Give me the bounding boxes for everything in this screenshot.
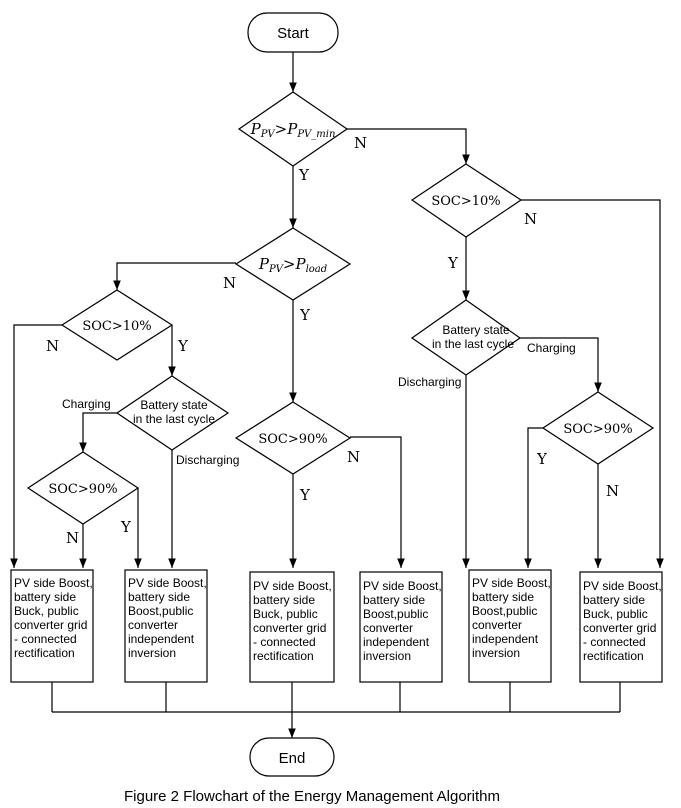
label-y: Y [298,166,310,184]
box-line: battery side [253,593,315,607]
box-line: PV side Boost, [583,579,662,593]
decision-soc90-left: SOC>90% [26,451,140,525]
decision-battery-left-line2: in the last cycle [133,412,215,426]
box-line: PV side Boost, [363,579,442,593]
box-line: rectification [583,649,644,663]
end-terminal: End [249,737,335,777]
decision-battery-left-line1: Battery state [140,398,208,412]
decision-soc90-left-text: SOC>90% [48,482,117,497]
box-line: rectification [253,649,314,663]
label-n: N [66,529,79,547]
label-y: Y [447,254,459,272]
box-line: converter [472,618,522,632]
label-n: N [606,482,619,500]
box-line: converter grid [583,621,656,635]
box-line: - connected [253,635,316,649]
box-line: battery side [128,590,190,604]
decision-soc10-right: SOC>10% [410,163,523,238]
label-y: Y [299,486,311,504]
decision-soc10-left-text: SOC>10% [82,319,151,334]
box-line: rectification [14,646,75,660]
start-terminal: Start [247,12,339,53]
label-discharging: Discharging [176,453,239,467]
label-charging: Charging [527,341,576,355]
decision-battery-right: Battery state in the last cycle [410,299,522,376]
label-charging: Charging [62,397,111,411]
decision-soc10-right-text: SOC>10% [431,194,500,209]
decision-battery-right-line2: in the last cycle [432,337,514,351]
box-line: PV side Boost, [253,579,332,593]
box-line: battery side [14,590,76,604]
label-n: N [223,274,236,292]
box-line: battery side [583,593,645,607]
box-line: converter grid [253,621,326,635]
box-line: inversion [363,649,411,663]
box-line: independent [363,635,430,649]
box-line: Buck, public [253,607,318,621]
process-box-1: PV side Boost, battery side Buck, public… [10,569,94,683]
label-n: N [347,448,360,466]
end-label: End [279,750,306,767]
box-line: - connected [14,632,77,646]
label-n: N [354,134,367,152]
decision-soc90-mid: SOC>90% [234,401,352,475]
box-line: converter [128,618,178,632]
start-label: Start [277,25,310,42]
label-y: Y [120,518,132,536]
label-y: Y [177,337,189,355]
decision-soc90-right: SOC>90% [541,391,655,465]
box-line: inversion [472,646,520,660]
box-line: battery side [363,593,425,607]
box-line: battery side [472,590,534,604]
label-y: Y [299,306,311,324]
box-line: Buck, public [14,604,79,618]
decision-soc90-right-text: SOC>90% [563,422,632,437]
process-box-3: PV side Boost, battery side Buck, public… [249,571,335,683]
branch-labels: N Y N Y N Y Charging Discharging N Y N Y… [46,134,619,547]
decision-ppv-load: PPV>Pload [234,227,352,301]
process-box-4: PV side Boost, battery side Boost,public… [359,571,443,683]
box-line: Boost,public [472,604,537,618]
label-n: N [524,210,537,228]
decision-battery-left: Battery state in the last cycle [115,375,230,451]
label-y: Y [536,450,548,468]
box-line: PV side Boost, [14,576,93,590]
decision-battery-right-line1: Battery state [442,323,510,337]
process-box-6: PV side Boost, battery side Buck, public… [579,571,663,683]
connectors [10,52,664,738]
box-line: PV side Boost, [128,576,207,590]
process-box-2: PV side Boost, battery side Boost,public… [124,569,208,683]
label-n: N [46,337,59,355]
box-line: inversion [128,646,176,660]
box-line: independent [472,632,539,646]
decision-ppv-min-text: PPV>PPV_min [250,120,336,140]
box-line: PV side Boost, [472,576,551,590]
box-line: independent [128,632,195,646]
decision-ppv-load-text: PPV>Pload [258,255,327,275]
box-line: Boost,public [128,604,193,618]
decision-ppv-min: PPV>PPV_min [237,91,349,167]
label-discharging: Discharging [398,375,461,389]
box-line: - connected [583,635,646,649]
decision-soc90-mid-text: SOC>90% [258,432,327,447]
box-line: Boost,public [363,607,428,621]
box-line: Buck, public [583,607,648,621]
process-box-5: PV side Boost, battery side Boost,public… [468,569,552,683]
decision-soc10-left: SOC>10% [60,289,174,361]
box-line: converter grid [14,618,87,632]
box-line: converter [363,621,413,635]
figure-caption: Figure 2 Flowchart of the Energy Managem… [124,788,500,805]
